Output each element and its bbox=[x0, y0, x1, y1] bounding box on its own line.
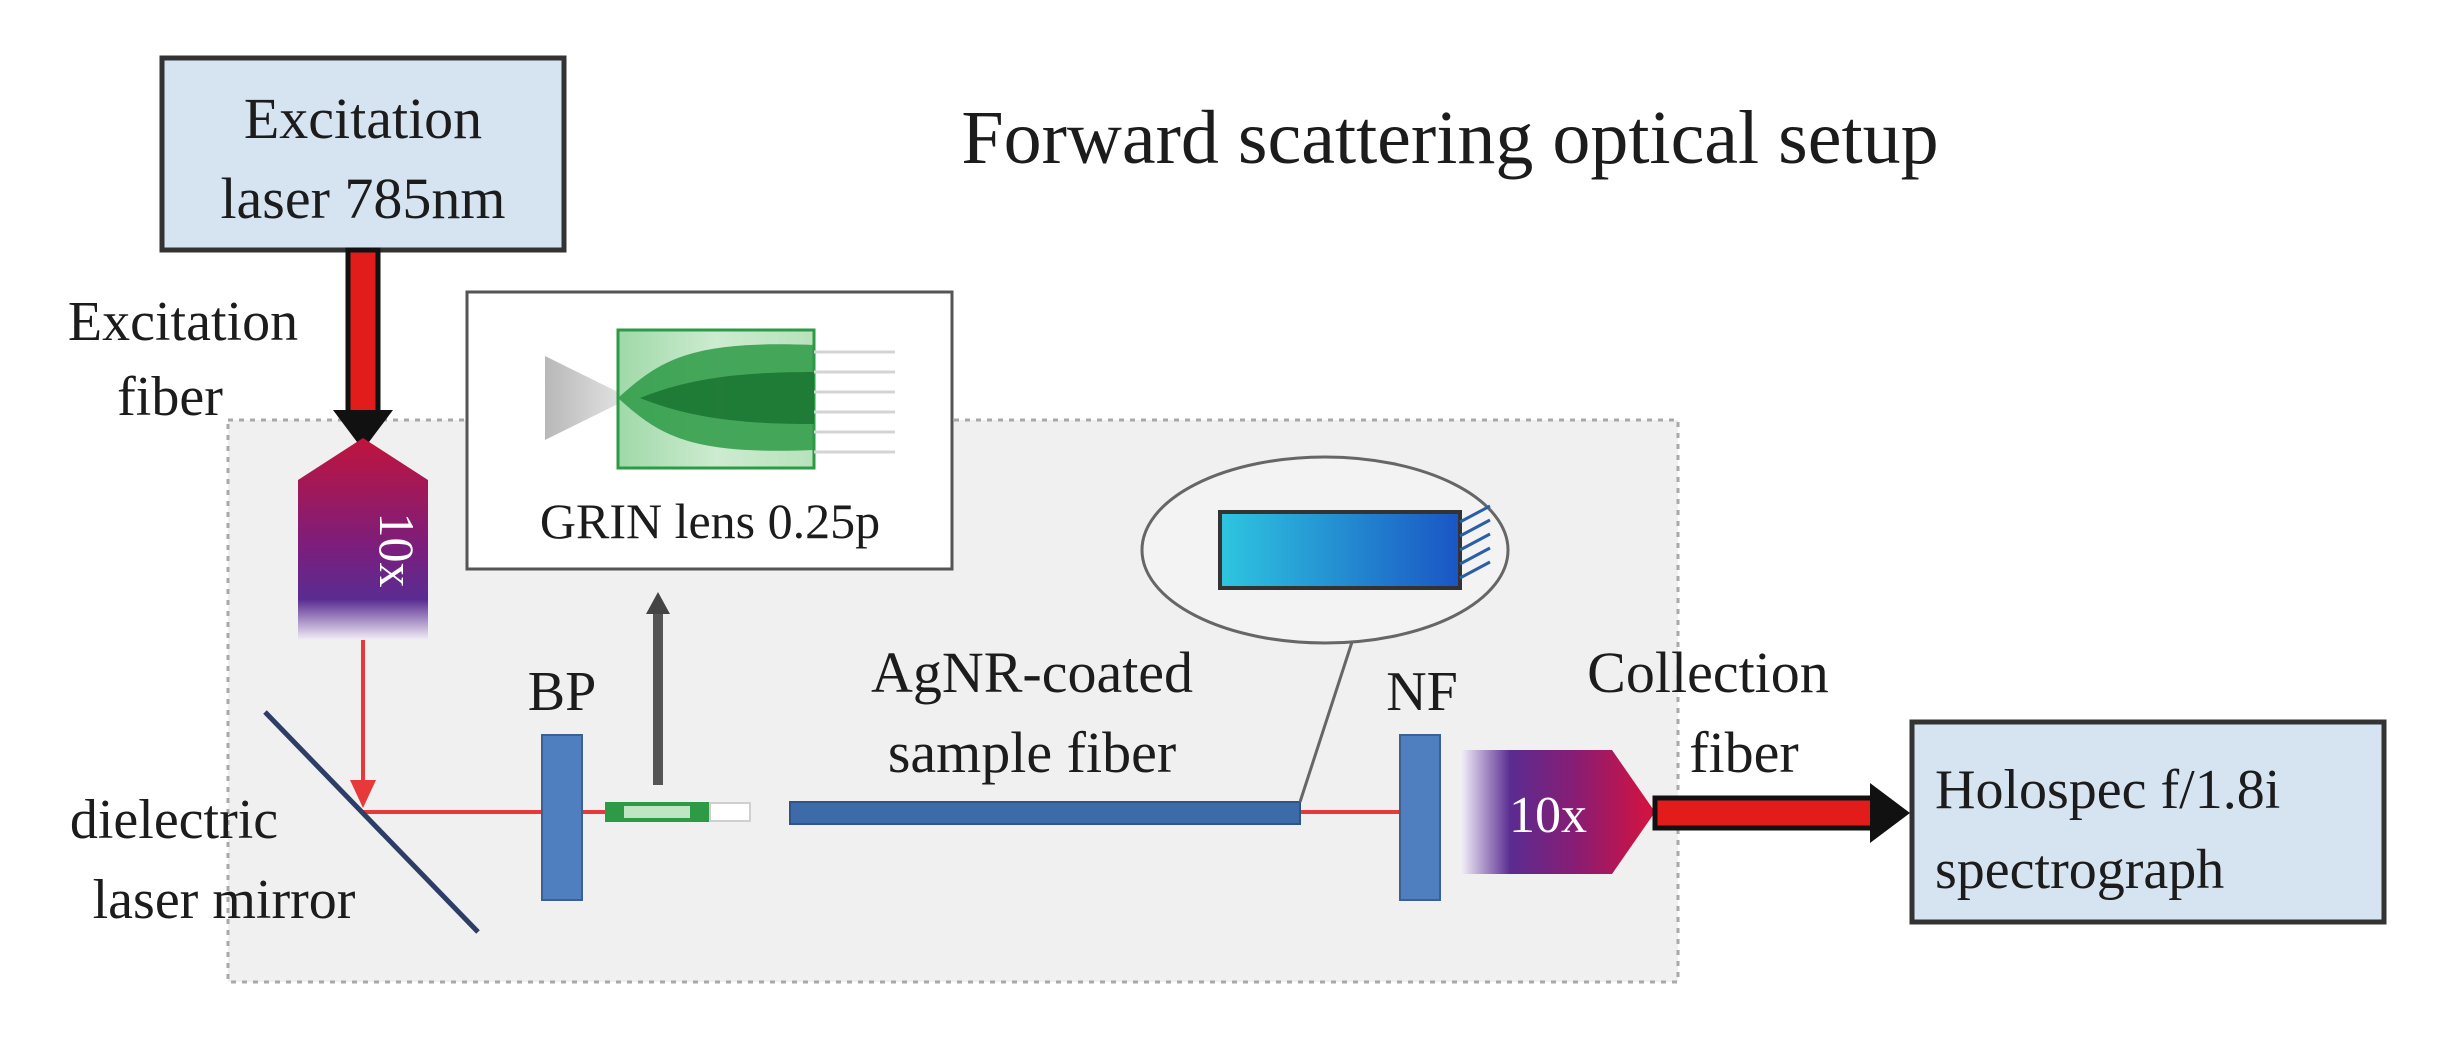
collection-fiber bbox=[1652, 783, 1910, 843]
notch-filter bbox=[1399, 734, 1441, 901]
mirror-label-2: laser mirror bbox=[93, 869, 356, 931]
input-objective-label: 10x bbox=[369, 513, 425, 588]
output-objective-label: 10x bbox=[1509, 787, 1587, 844]
excitation-laser-box: Excitation laser 785nm bbox=[159, 55, 567, 253]
spectrograph-label-2: spectrograph bbox=[1935, 839, 2224, 901]
excitation-laser-label-2: laser 785nm bbox=[220, 166, 505, 231]
excitation-laser-label-1: Excitation bbox=[244, 86, 482, 151]
collection-fiber-label-1: Collection bbox=[1587, 640, 1829, 705]
grin-lens-inset: GRIN lens 0.25p bbox=[465, 290, 954, 571]
excitation-fiber-label-2: fiber bbox=[117, 366, 223, 428]
excitation-fiber bbox=[333, 247, 393, 450]
sample-fiber-label-2: sample fiber bbox=[888, 720, 1176, 785]
spectrograph-label-1: Holospec f/1.8i bbox=[1935, 759, 2280, 821]
diagram-title: Forward scattering optical setup bbox=[961, 96, 1938, 180]
dielectric-mirror bbox=[263, 710, 480, 934]
laser-beam-path bbox=[350, 640, 1400, 814]
excitation-fiber-label-1: Excitation bbox=[68, 291, 298, 353]
collection-fiber-label-2: fiber bbox=[1689, 720, 1799, 785]
input-objective: 10x bbox=[298, 438, 428, 640]
bandpass-filter bbox=[541, 734, 583, 901]
output-objective: 10x bbox=[1462, 750, 1655, 874]
notch-filter-label: NF bbox=[1386, 661, 1458, 723]
fiber-tip-zoom-callout bbox=[1140, 455, 1510, 803]
agnr-sample-fiber bbox=[789, 801, 1301, 825]
grin-lens-label: GRIN lens 0.25p bbox=[540, 493, 880, 549]
spectrograph-box: Holospec f/1.8i spectrograph bbox=[1909, 719, 2387, 925]
grin-lens bbox=[605, 802, 751, 822]
bandpass-filter-label: BP bbox=[528, 661, 597, 723]
grin-inset-pointer-arrow bbox=[646, 592, 670, 785]
sample-fiber-label-1: AgNR-coated bbox=[871, 640, 1193, 705]
mirror-label-1: dielectric bbox=[70, 789, 278, 851]
